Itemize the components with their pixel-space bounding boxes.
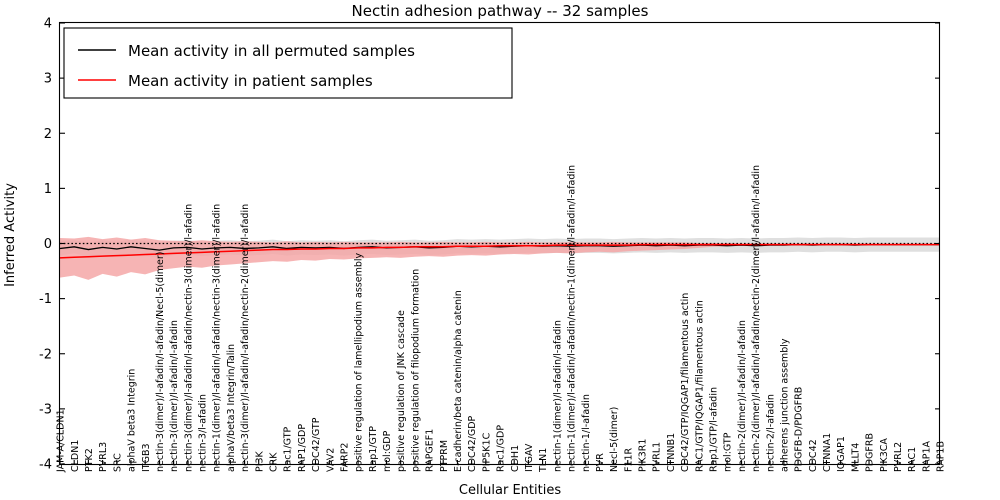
y-tick-label: 2 (44, 127, 52, 142)
x-tick-label: PDGFB-D/PDGFRB (794, 387, 805, 472)
x-tick-label: nectin-1(dimer)/l-afadin/l-afadin/nectin… (212, 204, 223, 472)
x-tick-label: MLLT4 (850, 443, 861, 472)
x-tick-label: alphaV/beta3 Integrin/Talin (226, 344, 237, 472)
legend-label: Mean activity in all permuted samples (128, 42, 415, 60)
x-tick-label: nectin-3(dimer)/l-afadin/l-afadin/nectin… (183, 204, 194, 472)
x-tick-label: E-cadherin/beta catenin/alpha catenin (453, 290, 464, 472)
x-tick-label: nectin-3(dimer)/l-afadin/l-afadin/nectin… (240, 204, 251, 472)
x-tick-label: CTNNA1 (822, 433, 833, 472)
x-tick-label: CDC42/GTP (311, 417, 322, 472)
x-tick-label: mol:GDP (382, 430, 393, 472)
x-tick-label: nectin-1(dimer)/l-afadin/l-afadin (552, 320, 563, 472)
x-tick-label: positive regulation of JNK cascade (396, 310, 407, 472)
x-tick-label: PVR (595, 453, 606, 472)
series-lines (59, 243, 940, 259)
y-tick-label: 0 (44, 237, 52, 252)
x-tick-label: positive regulation of filopodium format… (410, 269, 421, 472)
x-tick-label: PIP5K1C (481, 432, 492, 472)
x-tick-label: CLDN1 (70, 440, 81, 472)
x-tick-label: Necl-5(dimer) (609, 407, 620, 472)
x-tick-label: Rac1/GDP (496, 425, 507, 472)
x-tick-label: nectin-3(dimer)/l-afadin/l-afadin/Necl-5… (155, 252, 166, 473)
x-tick-label: RAP1B (936, 441, 947, 472)
x-tick-label: nectin-3(dimer)/l-afadin/l-afadin (169, 320, 180, 472)
legend-label: Mean activity in patient samples (128, 72, 373, 90)
x-axis-label: Cellular Entities (459, 483, 561, 498)
x-tick-label: PIK3R1 (638, 439, 649, 472)
x-tick-label: PTK2 (84, 448, 95, 472)
x-tick-label: RAP1A (921, 441, 932, 472)
x-tick-label: TLN1 (538, 448, 549, 473)
x-tick-label: FARP2 (339, 443, 350, 472)
y-tick-label: -1 (39, 292, 52, 307)
y-axis: -4 -3 -2 -1 0 1 2 3 4 (39, 17, 940, 473)
x-tick-label: RAP1/GDP (297, 424, 308, 472)
x-tick-label: nectin-3/l-afadin (198, 394, 209, 472)
x-tick-label: Rap1/GTP (368, 426, 379, 472)
x-tick-label: Rap1/GTP/l-afadin (709, 387, 720, 472)
x-tick-label: PTPRM (439, 440, 450, 472)
x-tick-label: PVRL1 (652, 442, 663, 472)
y-tick-label: 4 (44, 17, 52, 32)
x-tick-label: RAC1 (907, 447, 918, 472)
x-tick-label: CDH1 (510, 445, 521, 472)
x-tick-label: CRK (269, 452, 280, 472)
x-tick-label: adherens junction assembly (779, 338, 790, 472)
x-tick-label: JAM-A/CLDN1 (56, 409, 67, 473)
legend-box (63, 27, 513, 99)
x-tick-label: IQGAP1 (836, 436, 847, 472)
x-tick-label: RAC1/GTP/IQGAP1/filamentous actin (694, 300, 705, 472)
x-tick-label: nectin-1(dimer)/l-afadin/l-afadin/nectin… (567, 165, 578, 472)
x-tick-label: PVRL2 (893, 442, 904, 472)
plot-frame (58, 21, 941, 466)
x-tick-label: CDC42/GDP (467, 415, 478, 472)
x-tick-label: CDC42/GTP/IQGAP1/filamentous actin (680, 293, 691, 472)
x-tick-label: RAPGEF1 (425, 429, 436, 472)
x-tick-label: F11R (623, 447, 634, 472)
x-tick-label: nectin-2(dimer)/l-afadin/l-afadin/nectin… (751, 165, 762, 472)
x-tick-label: nectin-2(dimer)/l-afadin/l-afadin (737, 320, 748, 472)
y-tick-label: -2 (39, 347, 52, 362)
y-axis-label: Inferred Activity (3, 183, 18, 287)
x-tick-label: PVRL3 (98, 442, 109, 472)
y-tick-label: 1 (44, 182, 52, 197)
x-tick-label: PDGFRB (865, 433, 876, 472)
x-tick-label: PIK3CA (879, 438, 890, 472)
x-tick-label: mol:GTP (723, 432, 734, 472)
x-tick-label: nectin-2/l-afadin (765, 394, 776, 472)
x-tick-label: Rac1/GTP (283, 426, 294, 472)
y-tick-label: -3 (39, 402, 52, 417)
chart-legend[interactable]: Mean activity in all permuted samplesMea… (63, 27, 513, 99)
x-tick-label: ITGB3 (141, 443, 152, 472)
x-tick-label: alphaV beta3 Integrin (127, 369, 138, 472)
x-tick-label: SRC (112, 453, 123, 472)
x-tick-label: VAV2 (325, 448, 336, 472)
y-tick-label: -4 (39, 458, 52, 473)
x-tick-label: PI3K (254, 450, 265, 472)
x-tick-label: CDC42 (808, 439, 819, 472)
x-tick-label: positive regulation of lamellipodium ass… (354, 252, 365, 472)
x-tick-label: CTNNB1 (666, 433, 677, 472)
y-tick-label: 3 (44, 72, 52, 87)
x-tick-label: nectin-1/l-afadin (581, 394, 592, 472)
chart-title: Nectin adhesion pathway -- 32 samples (352, 2, 649, 20)
patient-mean-line (59, 243, 940, 259)
x-tick-label: ITGAV (524, 443, 535, 472)
